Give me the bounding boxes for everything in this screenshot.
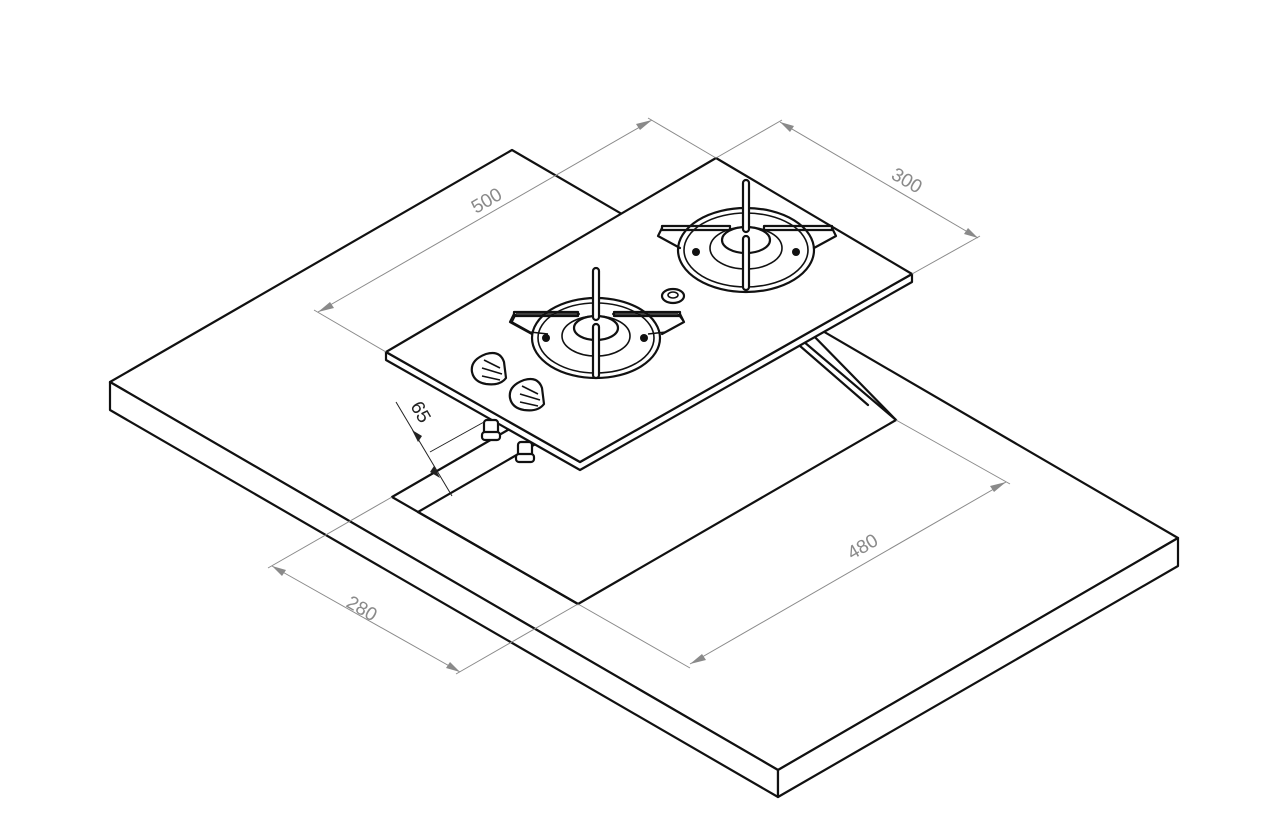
dimension-label-280: 280	[343, 592, 381, 626]
burner-left	[508, 266, 686, 380]
cutout-inner-edge-side	[416, 510, 580, 606]
control-knob-1[interactable]	[470, 351, 508, 386]
gas-connector-1	[480, 418, 502, 442]
cutout-inner-edge-back	[788, 328, 898, 422]
dimension-cutout-width: 280	[267, 496, 579, 675]
countertop-right-face	[776, 536, 1180, 799]
dimension-hob-width: 300	[715, 119, 981, 275]
igniter-button[interactable]	[660, 287, 686, 305]
control-knob-2[interactable]	[508, 377, 546, 412]
burner-right	[656, 178, 838, 294]
dimension-label-300: 300	[888, 164, 926, 198]
gas-connector-2	[514, 440, 536, 464]
